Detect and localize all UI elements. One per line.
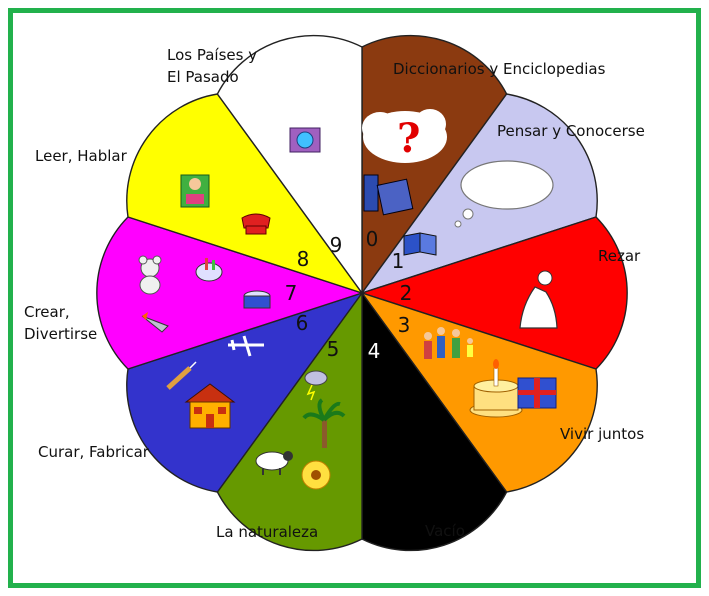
petal-number-9: 9	[330, 233, 343, 257]
petal-label-6: Curar, Fabricar	[38, 443, 149, 461]
petal-label-5: La naturaleza	[216, 523, 319, 541]
syringe-icon	[166, 361, 197, 390]
petal-9	[216, 34, 363, 296]
petal-number-7: 7	[285, 281, 298, 305]
birthday-cake-icon	[469, 359, 523, 418]
svg-text:?: ?	[397, 115, 420, 162]
palm-tree-icon	[302, 398, 346, 448]
house-icon	[184, 383, 236, 429]
rocket-icon	[141, 312, 169, 333]
sunflower-icon	[301, 460, 331, 490]
petal-2	[359, 216, 628, 370]
reading-person-icon	[180, 174, 210, 208]
petal-label-2: Rezar	[598, 247, 641, 265]
books-icon	[363, 174, 414, 216]
petal-number-4: 4	[368, 339, 381, 363]
petal-6	[126, 291, 364, 493]
sheep-icon	[255, 451, 293, 475]
petal-number-8: 8	[297, 247, 310, 271]
petal-4	[361, 290, 508, 552]
petal-number-1: 1	[392, 249, 405, 273]
petal-number-0: 0	[366, 227, 379, 251]
petal-0	[361, 34, 508, 296]
thought-cloud-icon	[454, 160, 554, 228]
globe-flag-icon	[289, 127, 321, 153]
petal-label-8: Leer, Hablar	[35, 147, 127, 165]
open-book-icon	[403, 232, 437, 256]
petal-number-2: 2	[400, 281, 413, 305]
praying-figure-icon	[519, 270, 558, 329]
telephone-icon	[241, 213, 271, 235]
gift-box-icon	[517, 377, 557, 409]
petal-number-3: 3	[398, 313, 411, 337]
petal-label-3: Vivir juntos	[560, 425, 645, 443]
petal-label-0: Diccionarios y Enciclopedias	[393, 60, 606, 78]
petal-number-6: 6	[296, 311, 309, 335]
petal-label-4: Vacío	[425, 522, 465, 540]
airplane-icon	[228, 335, 264, 357]
question-cloud-icon: ?	[362, 109, 447, 163]
teddy-bear-icon	[138, 255, 162, 295]
storm-cloud-icon	[304, 370, 328, 401]
petal-5	[216, 290, 363, 552]
family-icon	[424, 327, 473, 359]
petal-label-7: Crear, Divertirse	[24, 303, 98, 343]
petal-8	[126, 93, 364, 295]
paint-palette-icon	[195, 258, 223, 282]
petal-label-9: Los Países y El Pasado	[167, 46, 258, 86]
petal-label-1: Pensar y Conocerse	[497, 122, 645, 140]
petal-number-5: 5	[327, 337, 340, 361]
drum-icon	[243, 290, 271, 309]
